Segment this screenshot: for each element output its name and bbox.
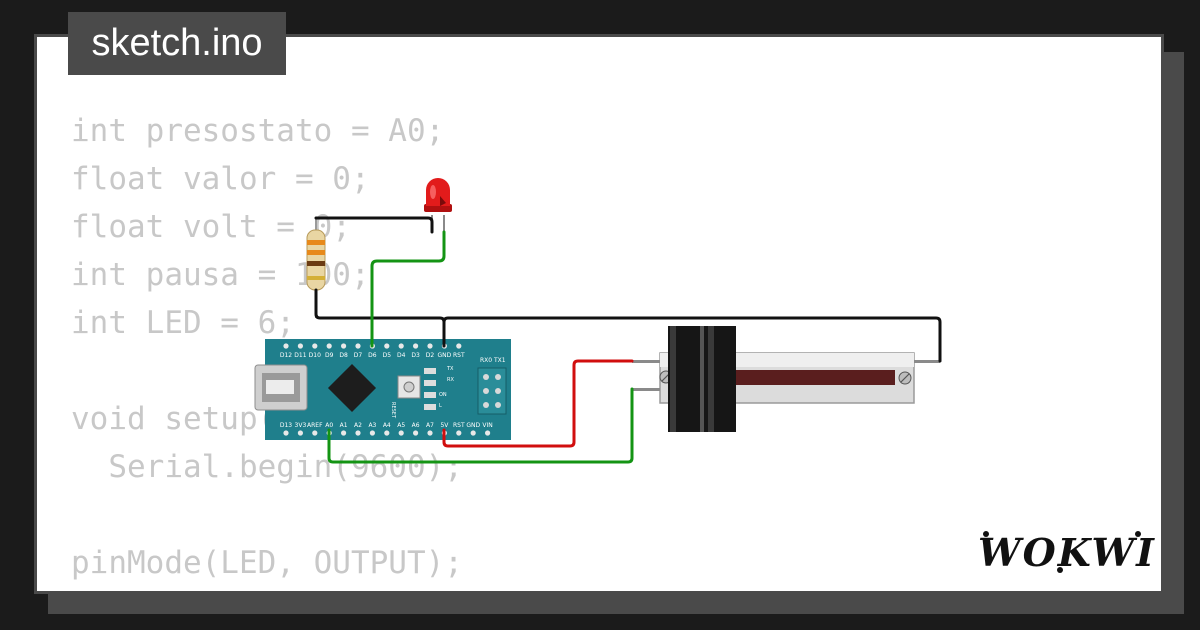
pin-label: D2: [426, 352, 435, 359]
pin-label: D11: [294, 352, 306, 359]
pin-label: 3V3: [295, 422, 307, 429]
wokwi-wordmark: WOKWI: [978, 530, 1156, 575]
pin-label: D9: [325, 352, 334, 359]
tx-label: TX: [446, 366, 454, 372]
pin-label: D13: [280, 422, 292, 429]
pin-label: AREF: [307, 422, 323, 429]
code-preview: int presostato = A0; float valor = 0; floa…: [71, 107, 463, 587]
pin-label: D12: [280, 352, 292, 359]
code-line: int presostato = A0;: [71, 113, 445, 149]
pin-label: VIN: [482, 422, 492, 429]
red-led[interactable]: [424, 178, 452, 232]
pin-label: A6: [412, 422, 420, 429]
pin-label: D4: [397, 352, 406, 359]
wires: [314, 216, 942, 464]
wire-red-5v-pot[interactable]: [442, 359, 634, 448]
pin-d3[interactable]: [413, 343, 419, 349]
code-line: float valor = 0;: [71, 161, 370, 197]
pin-label: GND: [466, 422, 480, 429]
code-line: Serial.begin(9600);: [71, 449, 463, 485]
wokwi-logo: WOKWI: [978, 530, 1156, 575]
pin-label: A2: [354, 422, 362, 429]
editor-preview-card: int presostato = A0; float valor = 0; floa…: [34, 34, 1164, 594]
pin-label: A5: [397, 422, 405, 429]
pin-a6[interactable]: [413, 430, 419, 436]
pin-d8[interactable]: [341, 343, 347, 349]
code-line: pinMode(LED, OUTPUT);: [71, 545, 463, 581]
rx-tx-label: RX0 TX1: [480, 357, 506, 364]
on-label: ON: [439, 392, 447, 398]
pin-d4[interactable]: [398, 343, 404, 349]
wire-black-resistor-gnd[interactable]: [314, 288, 446, 348]
pin-d7[interactable]: [355, 343, 361, 349]
pin-a5[interactable]: [398, 430, 404, 436]
pin-label: D6: [368, 352, 377, 359]
pin-d12[interactable]: [283, 343, 289, 349]
pin-d5[interactable]: [384, 343, 390, 349]
pin-d10[interactable]: [312, 343, 318, 349]
logo-dot: [1057, 567, 1063, 573]
pin-a4[interactable]: [384, 430, 390, 436]
pin-rst[interactable]: [456, 430, 462, 436]
pin-d13[interactable]: [283, 430, 289, 436]
code-line: int LED = 6;: [71, 305, 295, 341]
logo-dot: [983, 531, 989, 537]
pin-vin[interactable]: [485, 430, 491, 436]
pin-label: 5V: [440, 422, 449, 429]
pin-label: D5: [383, 352, 392, 359]
code-line: float volt = 0;: [71, 209, 351, 245]
logo-dot: [1135, 531, 1141, 537]
pin-d11[interactable]: [297, 343, 303, 349]
wire-green-a0-pot[interactable]: [327, 387, 634, 464]
pin-label: D10: [309, 352, 321, 359]
reset-label: RESET: [390, 402, 396, 419]
pin-label: A4: [383, 422, 391, 429]
pin-a3[interactable]: [369, 430, 375, 436]
pin-label: A1: [340, 422, 348, 429]
pin-label: A0: [325, 422, 333, 429]
wire-black-resistor-led[interactable]: [314, 216, 434, 234]
rx-label: RX: [447, 377, 454, 383]
pin-d9[interactable]: [326, 343, 332, 349]
pin-label: RST: [453, 422, 465, 429]
pin-a1[interactable]: [341, 430, 347, 436]
pin-label: A7: [426, 422, 434, 429]
pin-label: RST: [453, 352, 465, 359]
pin-3v3[interactable]: [297, 430, 303, 436]
pin-rst[interactable]: [456, 343, 462, 349]
pin-label: D8: [339, 352, 348, 359]
wire-green-led-d6[interactable]: [370, 230, 446, 348]
led-l-label: L: [439, 403, 442, 409]
pin-d2[interactable]: [427, 343, 433, 349]
pin-label: A3: [368, 422, 376, 429]
file-tab[interactable]: sketch.ino: [68, 12, 286, 75]
pin-aref[interactable]: [312, 430, 318, 436]
slide-potentiometer[interactable]: [632, 326, 940, 432]
pin-gnd[interactable]: [470, 430, 476, 436]
wire-black-gnd-pot[interactable]: [442, 316, 942, 363]
pin-label: GND: [438, 352, 452, 359]
pin-label: D3: [411, 352, 420, 359]
pin-a2[interactable]: [355, 430, 361, 436]
pin-a7[interactable]: [427, 430, 433, 436]
pin-label: D7: [354, 352, 363, 359]
